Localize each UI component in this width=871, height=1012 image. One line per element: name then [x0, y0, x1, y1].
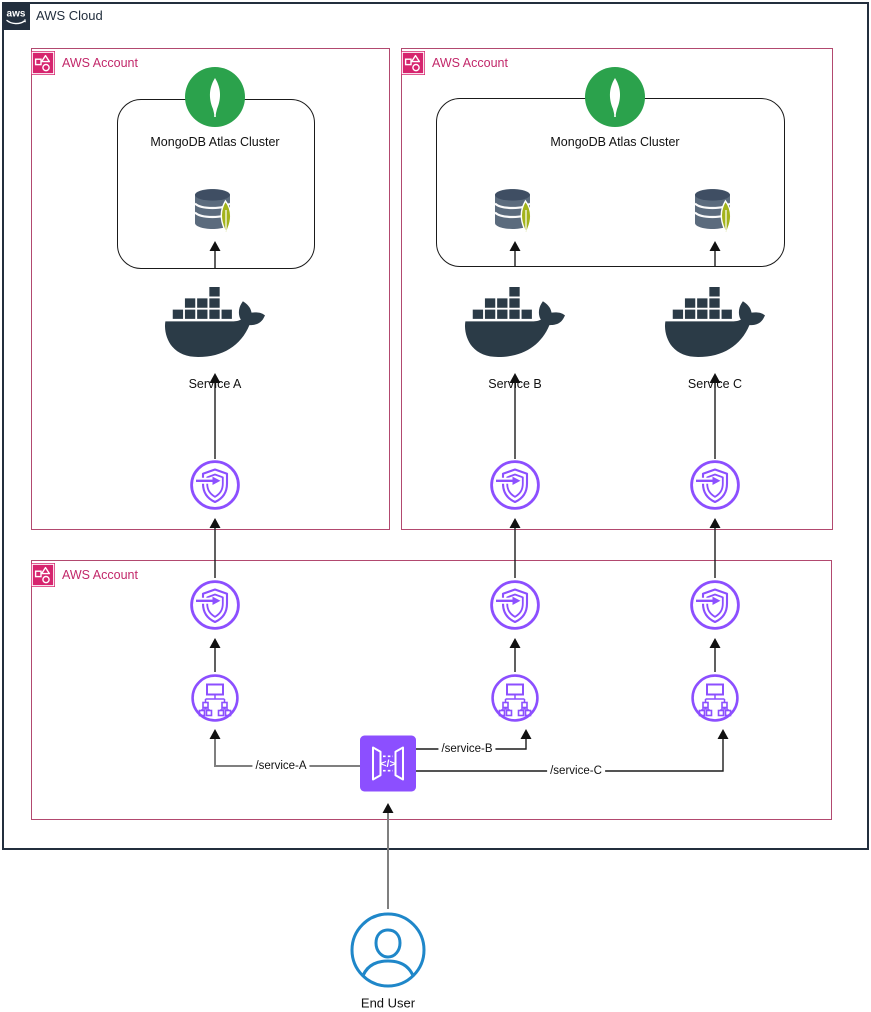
end-user-icon	[349, 911, 427, 989]
aws-account-group-1	[31, 48, 390, 530]
mongodb-database-icon	[192, 186, 238, 232]
route-service-a-label: /service-A	[252, 760, 310, 772]
mongodb-database-icon	[492, 186, 538, 232]
auth-shield-icon	[189, 579, 241, 631]
aws-account-group-3	[31, 560, 832, 820]
service-network-icon	[190, 673, 240, 723]
auth-shield-icon	[189, 459, 241, 511]
aws-account-group-2	[401, 48, 833, 530]
auth-shield-icon	[489, 459, 541, 511]
docker-service-icon	[165, 282, 265, 362]
aws-cloud-label: AWS Cloud	[36, 8, 103, 23]
mongodb-logo-icon	[185, 67, 245, 127]
aws-account-label-3: AWS Account	[62, 568, 138, 582]
aws-cloud-group	[2, 2, 869, 850]
mongodb-database-icon	[692, 186, 738, 232]
aws-account-badge-icon	[31, 563, 55, 587]
auth-shield-icon	[489, 579, 541, 631]
aws-cloud-logo-icon	[2, 2, 30, 30]
aws-account-badge-icon	[31, 51, 55, 75]
service-network-icon	[690, 673, 740, 723]
service-b-label: Service B	[488, 377, 542, 391]
docker-service-icon	[665, 282, 765, 362]
auth-shield-icon	[689, 459, 741, 511]
auth-shield-icon	[689, 579, 741, 631]
aws-account-badge-icon	[401, 51, 425, 75]
service-a-label: Service A	[188, 377, 242, 391]
service-c-label: Service C	[687, 377, 743, 391]
route-service-b-label: /service-B	[438, 743, 496, 755]
api-gateway-icon	[360, 735, 416, 792]
route-service-c-label: /service-C	[547, 765, 605, 777]
mongodb-cluster-title-1: MongoDB Atlas Cluster	[150, 135, 280, 149]
aws-account-label-1: AWS Account	[62, 56, 138, 70]
end-user-label: End User	[360, 995, 416, 1011]
docker-service-icon	[465, 282, 565, 362]
aws-account-label-2: AWS Account	[432, 56, 508, 70]
service-network-icon	[490, 673, 540, 723]
mongodb-cluster-title-2: MongoDB Atlas Cluster	[550, 135, 680, 149]
mongodb-logo-icon	[585, 67, 645, 127]
